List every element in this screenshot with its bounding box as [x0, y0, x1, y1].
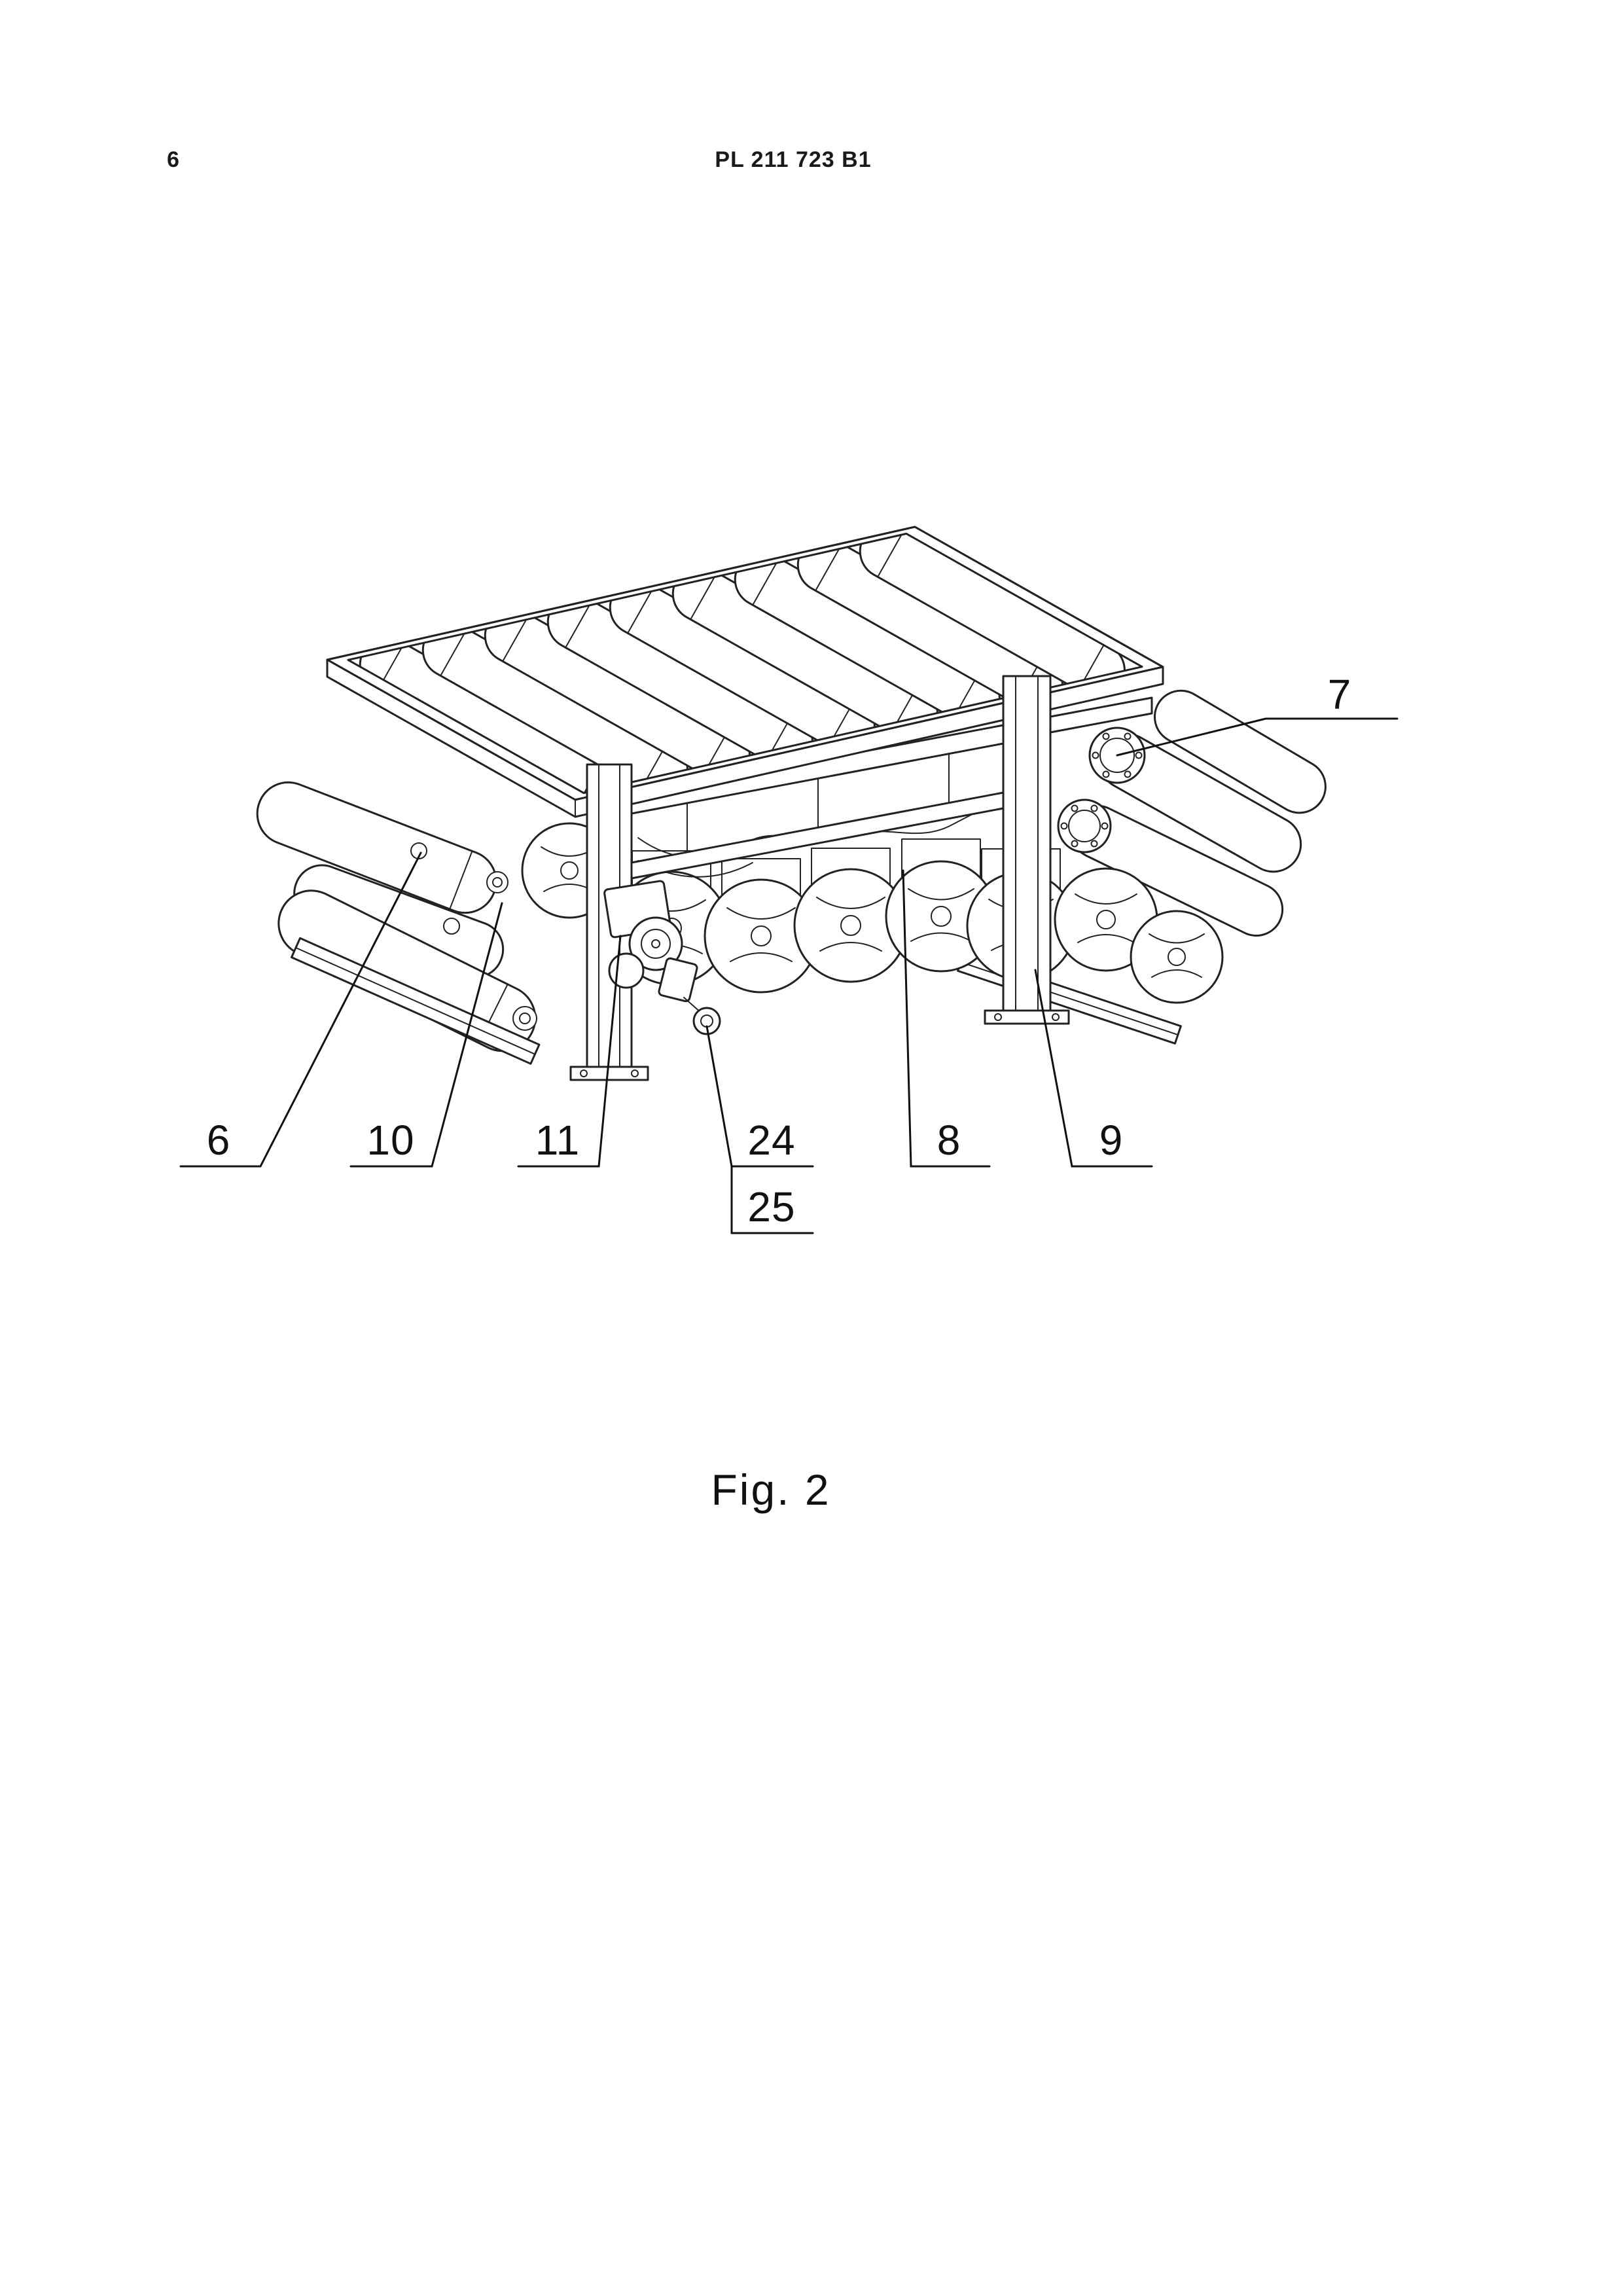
- top-deck: [326, 526, 1164, 818]
- page-number: 6: [167, 147, 179, 172]
- valve-assembly: [603, 880, 721, 1035]
- ref-label-25: 25: [747, 1183, 796, 1230]
- left-cylinders: [256, 781, 537, 1052]
- dome: [704, 878, 819, 994]
- dome: [793, 868, 908, 983]
- left-skid: [290, 937, 541, 1065]
- figure-caption: Fig. 2: [711, 1465, 831, 1514]
- ref-label-9: 9: [1099, 1117, 1124, 1164]
- ref-label-11: 11: [535, 1117, 580, 1164]
- ref-label-24: 24: [747, 1117, 796, 1164]
- ref-label-7: 7: [1327, 671, 1352, 718]
- ref-label-8: 8: [936, 1117, 961, 1164]
- dome: [1130, 910, 1224, 1004]
- right-cylinders: [1057, 689, 1327, 937]
- ref-label-6: 6: [206, 1117, 231, 1164]
- leader-lines: [179, 717, 1399, 1234]
- document-header: PL 211 723 B1: [715, 147, 872, 172]
- ref-label-10: 10: [366, 1117, 415, 1164]
- flange-bottom: [1057, 798, 1112, 853]
- right-post: [984, 675, 1070, 1025]
